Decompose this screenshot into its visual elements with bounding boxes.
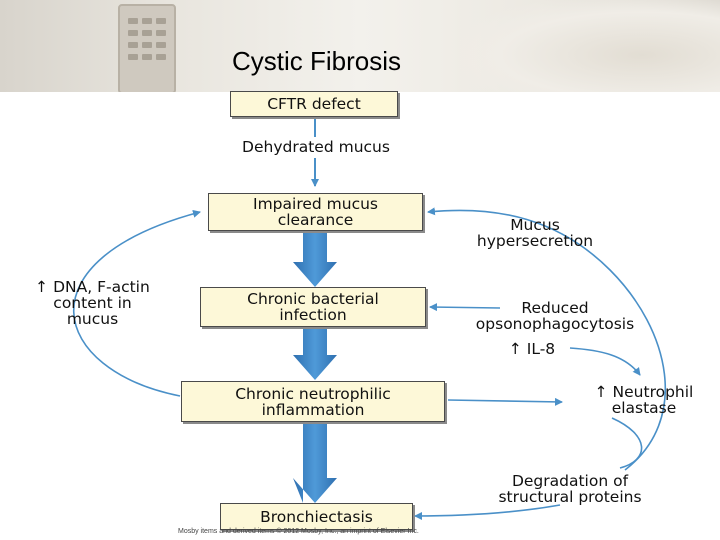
label-il8: ↑ IL-8 <box>508 340 556 358</box>
slide-header: Cystic Fibrosis <box>0 0 720 92</box>
arrow-il8 <box>569 347 641 376</box>
label-dna-factin: ↑ DNA, F-actin content in mucus <box>35 278 150 328</box>
phone-photo <box>118 4 176 92</box>
label-mucus-hypersecretion: Mucus hypersecretion <box>476 216 594 250</box>
fat-arrow-3 <box>293 422 337 503</box>
header-photo-blur <box>460 0 720 92</box>
label-reduced-opsonophagocytosis: Reduced opsonophagocytosis <box>475 299 635 333</box>
box-chronic-infection: Chronic bacterial infection <box>200 287 426 327</box>
arrow-to-bronchiectasis <box>414 504 561 520</box>
arrow-right-loop <box>427 207 667 471</box>
slide-title: Cystic Fibrosis <box>232 46 402 76</box>
box-cftr-defect: CFTR defect <box>230 91 398 117</box>
arrow-to-infection <box>429 303 501 312</box>
box-impaired-clearance: Impaired mucus clearance <box>208 193 423 231</box>
arrow-to-elastase <box>447 397 563 406</box>
label-degradation: Degradation of structural proteins <box>498 472 642 506</box>
label-neutrophil-elastase: ↑ Neutrophil elastase <box>594 383 694 417</box>
fat-arrow-1 <box>293 231 337 287</box>
box-neutrophilic-inflammation: Chronic neutrophilic inflammation <box>181 381 445 422</box>
copyright-footer: Mosby items and derived items © 2012 Mos… <box>178 528 419 535</box>
label-dehydrated-mucus: Dehydrated mucus <box>242 138 390 156</box>
box-bronchiectasis: Bronchiectasis <box>220 503 413 530</box>
arrow-left-loop <box>73 209 201 397</box>
fat-arrow-2 <box>293 328 337 380</box>
arrow-elastase-to-degradation <box>611 417 643 469</box>
